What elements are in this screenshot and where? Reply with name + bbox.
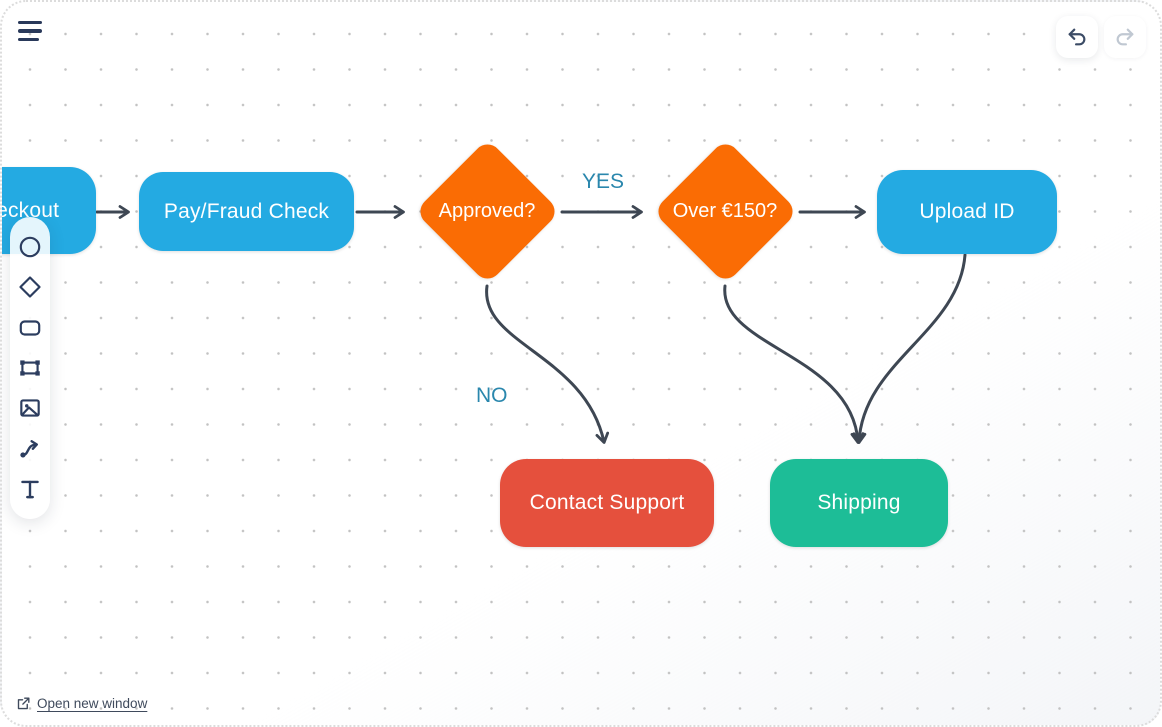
text-icon bbox=[21, 480, 39, 499]
history-controls bbox=[1056, 16, 1146, 58]
open-new-window-link[interactable]: Open new window bbox=[16, 696, 147, 711]
rounded-rectangle-icon bbox=[19, 320, 41, 336]
edge-uploadid-shipping[interactable] bbox=[852, 253, 967, 444]
text-tool[interactable] bbox=[15, 474, 45, 504]
edge-label-no: NO bbox=[476, 384, 508, 407]
connector-tool[interactable] bbox=[15, 434, 45, 464]
node-upload-id-label: Upload ID bbox=[919, 200, 1015, 223]
node-over-150-label: Over €150? bbox=[672, 199, 778, 222]
hamburger-icon bbox=[18, 37, 39, 41]
node-contact-support-label: Contact Support bbox=[529, 491, 685, 514]
node-over-150[interactable]: Over €150? bbox=[652, 138, 798, 284]
node-shipping[interactable]: Shipping bbox=[770, 459, 948, 547]
redo-arrow-icon bbox=[1116, 28, 1134, 46]
image-icon bbox=[20, 399, 40, 417]
circle-icon bbox=[19, 236, 41, 258]
edge-approved-contactsupport[interactable] bbox=[485, 284, 610, 444]
diamond-tool[interactable] bbox=[15, 272, 45, 302]
frame-tool[interactable] bbox=[15, 353, 45, 383]
hamburger-icon bbox=[18, 21, 42, 25]
image-tool[interactable] bbox=[15, 393, 45, 423]
redo-button[interactable] bbox=[1104, 16, 1146, 58]
node-pay-fraud-check-label: Pay/Fraud Check bbox=[163, 199, 330, 223]
diamond-icon bbox=[19, 276, 41, 299]
ellipse-tool[interactable] bbox=[15, 232, 45, 262]
node-shipping-label: Shipping bbox=[817, 491, 901, 514]
node-checkout-label: Checkout bbox=[2, 198, 60, 222]
node-pay-fraud-check[interactable]: Pay/Fraud Check bbox=[139, 172, 354, 251]
edge-over150-shipping[interactable] bbox=[723, 284, 865, 444]
undo-arrow-icon bbox=[1068, 28, 1086, 46]
node-upload-id[interactable]: Upload ID bbox=[877, 170, 1057, 254]
connector-arrow-icon bbox=[20, 439, 39, 458]
edge-label-yes: YES bbox=[582, 170, 625, 193]
open-new-window-label: Open new window bbox=[37, 696, 148, 711]
frame-icon bbox=[20, 360, 40, 376]
node-approved[interactable]: Approved? bbox=[414, 138, 560, 284]
rectangle-tool[interactable] bbox=[15, 313, 45, 343]
external-link-icon bbox=[17, 697, 30, 710]
node-approved-label: Approved? bbox=[438, 199, 536, 222]
menu-button[interactable] bbox=[16, 18, 46, 44]
undo-button[interactable] bbox=[1056, 16, 1098, 58]
hamburger-icon bbox=[18, 29, 42, 33]
shape-toolbar bbox=[10, 217, 50, 519]
node-contact-support[interactable]: Contact Support bbox=[500, 459, 714, 547]
